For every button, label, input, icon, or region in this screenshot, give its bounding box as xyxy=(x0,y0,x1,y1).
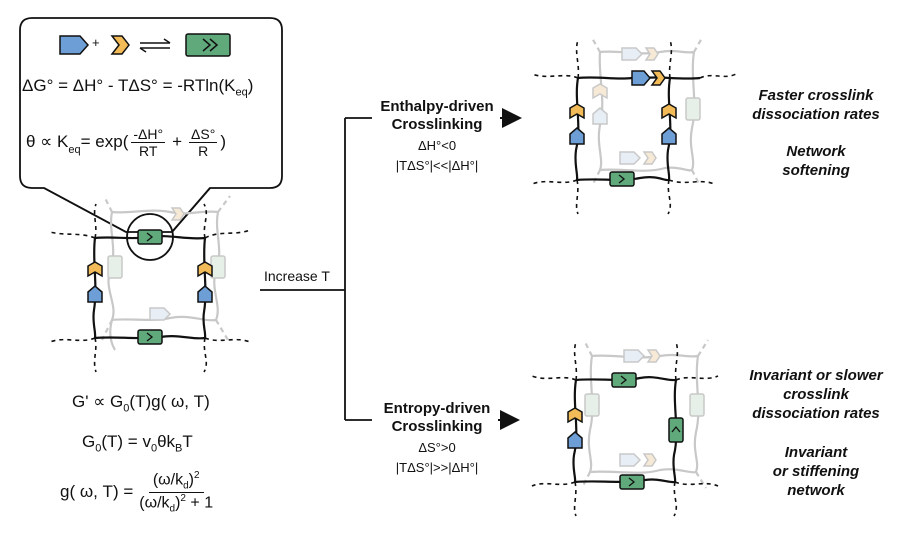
frac1-num: -ΔH° xyxy=(131,125,166,143)
theta-sub: eq xyxy=(68,144,81,156)
den-sub: d xyxy=(169,503,176,515)
modulus-line1: G' ∝ G0(T)g( ω, T) xyxy=(72,392,210,414)
callout-pointer-left xyxy=(43,187,127,233)
mod2-c: θk xyxy=(157,432,176,451)
enthalpy-condition-1: ΔH°<0 xyxy=(417,138,457,153)
entropy-result1-line2: crosslink xyxy=(783,386,849,403)
enthalpy-branch-label: Enthalpy-driven Crosslinking ΔH°<0 |TΔS°… xyxy=(372,98,502,176)
num-a: (ω/k xyxy=(152,471,184,489)
mod2-d: T xyxy=(182,432,193,451)
frac2-num: ΔS° xyxy=(189,125,218,143)
enthalpy-title-2: Crosslinking xyxy=(391,116,483,133)
entropy-result2-line3: network xyxy=(787,482,845,499)
theta-mid: = exp( xyxy=(80,132,129,151)
mod2-sub1: 0 xyxy=(95,442,102,455)
num-sub: d xyxy=(183,480,189,492)
num-sup: 2 xyxy=(193,469,200,481)
entropy-condition-1: ΔS°>0 xyxy=(418,440,456,455)
theta-end: ) xyxy=(220,132,227,151)
branch-connector xyxy=(260,117,372,421)
network-left xyxy=(49,195,251,373)
den-end: ) xyxy=(175,493,181,511)
mod2-sub2: 0 xyxy=(150,442,158,455)
gibbs-lhs: ΔG° = ΔH° - TΔS° = -RTln(K xyxy=(22,76,236,95)
mod2-sub3: B xyxy=(175,442,183,455)
frequency-fraction: (ω/kd)2 (ω/kd)2 + 1 xyxy=(139,470,213,514)
enthalpy-result1-line1: Faster crosslink xyxy=(758,87,874,104)
entropy-result2-line2: or stiffening xyxy=(772,463,860,480)
enthalpy-result2-line1: Network xyxy=(786,143,846,160)
mod1-sub: 0 xyxy=(123,402,130,415)
enthalpy-result-rates: Faster crosslink dissociation rates xyxy=(730,86,902,124)
enthalpy-result-network: Network softening xyxy=(730,142,902,180)
callout-pointer-right xyxy=(171,187,211,233)
entropy-condition-2: |TΔS°|>>|ΔH°| xyxy=(395,460,479,475)
entropy-title-1: Entropy-driven xyxy=(383,400,491,417)
frac2-den: R xyxy=(198,142,209,159)
den-sup: 2 xyxy=(180,492,186,504)
entropy-result1-line3: dissociation rates xyxy=(752,405,880,422)
network-top-right xyxy=(531,37,737,215)
enthalpy-result2-line2: softening xyxy=(782,162,850,179)
fraction-enthalpy: -ΔH° RT xyxy=(131,125,166,159)
reaction-green-complex-icon xyxy=(185,33,231,57)
entropy-result-network: Invariant or stiffening network xyxy=(730,443,902,500)
mod1-b: (T)g( ω, T) xyxy=(129,392,210,411)
gibbs-equation: ΔG° = ΔH° - TΔS° = -RTln(Keq) xyxy=(22,76,253,98)
enthalpy-result1-line2: dissociation rates xyxy=(752,106,880,123)
mod2-b: (T) = v xyxy=(101,432,151,451)
increase-temperature-label: Increase T xyxy=(264,268,330,284)
entropy-title-2: Crosslinking xyxy=(391,418,483,435)
den-tail: + 1 xyxy=(185,493,214,511)
reaction-orange-chevron-icon xyxy=(110,35,130,55)
frac1-den: RT xyxy=(139,142,158,159)
theta-lhs: θ ∝ K xyxy=(26,132,69,151)
entropy-result-rates: Invariant or slower crosslink dissociati… xyxy=(730,366,902,423)
mod3-lhs: g( ω, T) = xyxy=(60,482,134,501)
gibbs-sub: eq xyxy=(235,86,248,99)
equilibrium-arrow-icon xyxy=(139,38,171,53)
enthalpy-title-1: Enthalpy-driven xyxy=(380,98,494,115)
freq-denominator: (ω/kd)2 + 1 xyxy=(139,493,213,515)
network-bottom-right xyxy=(531,339,719,517)
entropy-result2-line1: Invariant xyxy=(784,444,848,461)
mod1-a: G' ∝ G xyxy=(72,392,124,411)
num-end: ) xyxy=(188,471,194,489)
modulus-line2: G0(T) = v0θkBT xyxy=(82,432,193,454)
reaction-blue-arrow-icon xyxy=(59,35,90,55)
den-a: (ω/k xyxy=(139,493,170,511)
entropy-result1-line1: Invariant or slower xyxy=(749,367,883,384)
fraction-entropy: ΔS° R xyxy=(189,125,218,159)
gibbs-end: ) xyxy=(247,76,254,95)
modulus-line3: g( ω, T) = (ω/kd)2 (ω/kd)2 + 1 xyxy=(60,466,213,518)
enthalpy-condition-2: |TΔS°|<<|ΔH°| xyxy=(395,158,479,173)
reaction-plus: + xyxy=(92,35,100,50)
freq-numerator: (ω/kd)2 xyxy=(148,469,204,493)
mod2-a: G xyxy=(82,432,96,451)
theta-plus: + xyxy=(172,132,183,151)
entropy-branch-label: Entropy-driven Crosslinking ΔS°>0 |TΔS°|… xyxy=(372,400,502,478)
